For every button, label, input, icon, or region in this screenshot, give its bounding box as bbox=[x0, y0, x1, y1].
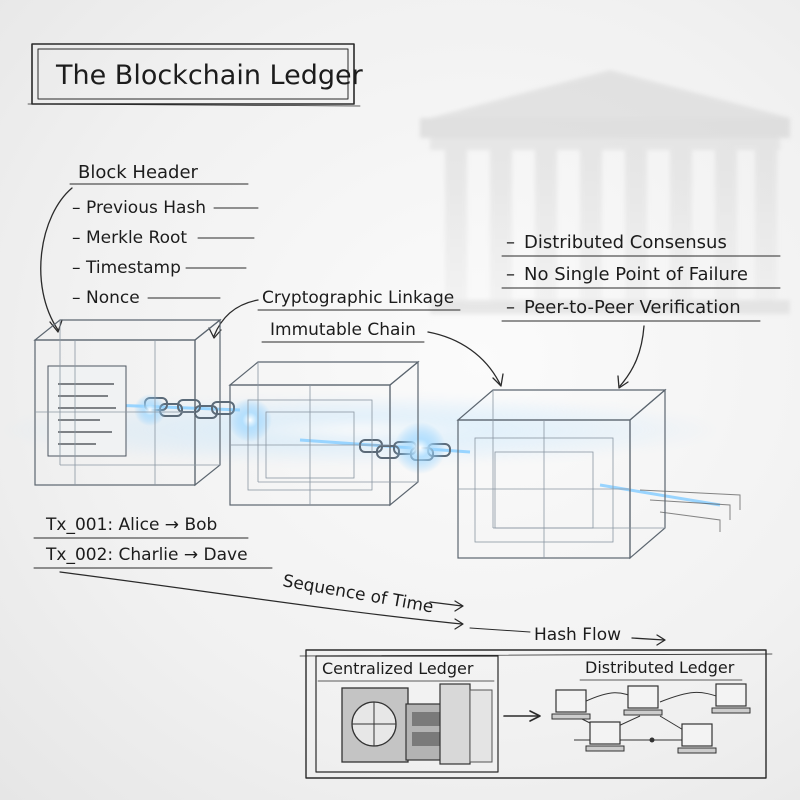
curved-arrow-to-block bbox=[41, 188, 72, 330]
field-previous-hash: Previous Hash bbox=[86, 198, 206, 218]
svg-text:–: – bbox=[72, 198, 81, 218]
distributed-ledger-label: Distributed Ledger bbox=[585, 658, 735, 677]
svg-text:–: – bbox=[506, 297, 515, 318]
computer-node-icon bbox=[586, 722, 624, 751]
central-server-icon bbox=[342, 684, 492, 764]
immutable-label: Immutable Chain bbox=[270, 320, 416, 340]
computer-node-icon bbox=[678, 724, 716, 753]
svg-text:–: – bbox=[72, 228, 81, 248]
svg-text:–: – bbox=[506, 264, 515, 285]
hash-flow-label: Hash Flow bbox=[534, 625, 621, 645]
ledger-comparison-panel: Centralized Ledger Distributed Ledger bbox=[300, 650, 772, 778]
computer-node-icon bbox=[552, 690, 590, 719]
block-header-heading: Block Header bbox=[78, 162, 199, 183]
block-header-field: – Timestamp bbox=[72, 258, 246, 278]
page-title: The Blockchain Ledger bbox=[55, 60, 364, 91]
svg-text:–: – bbox=[506, 232, 515, 253]
title-box: The Blockchain Ledger bbox=[28, 44, 364, 106]
property-consensus: Distributed Consensus bbox=[524, 232, 727, 253]
svg-text:–: – bbox=[72, 258, 81, 278]
block-header-field: – Nonce bbox=[72, 288, 220, 308]
time-sequence-annotation: Sequence of Time Hash Flow bbox=[60, 571, 665, 645]
transaction-2: Tx_002: Charlie → Dave bbox=[45, 545, 248, 565]
field-merkle-root: Merkle Root bbox=[86, 228, 187, 248]
svg-text:–: – bbox=[72, 288, 81, 308]
property-p2p: Peer-to-Peer Verification bbox=[524, 297, 741, 318]
centralized-ledger-label: Centralized Ledger bbox=[322, 659, 474, 678]
linkage-label: Cryptographic Linkage bbox=[262, 288, 454, 308]
transactions-annotation: Tx_001: Alice → Bob Tx_002: Charlie → Da… bbox=[34, 515, 272, 568]
distributed-network-icon bbox=[552, 684, 750, 753]
computer-node-icon bbox=[624, 686, 662, 715]
computer-node-icon bbox=[712, 684, 750, 713]
transaction-1: Tx_001: Alice → Bob bbox=[45, 515, 217, 535]
property-no-spof: No Single Point of Failure bbox=[524, 264, 748, 285]
field-nonce: Nonce bbox=[86, 288, 140, 308]
time-label: Sequence of Time bbox=[281, 571, 435, 617]
block-header-annotation: Block Header – Previous Hash – Merkle Ro… bbox=[41, 162, 258, 332]
field-timestamp: Timestamp bbox=[85, 258, 181, 278]
block-header-field: – Merkle Root bbox=[72, 228, 254, 248]
block-header-field: – Previous Hash bbox=[72, 198, 258, 218]
